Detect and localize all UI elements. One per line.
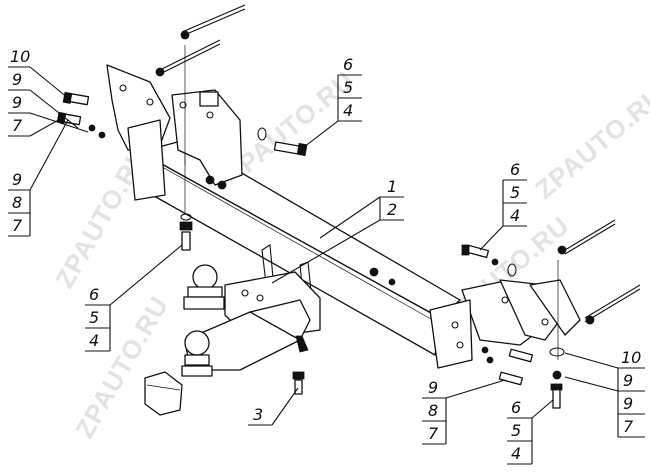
label-7: 7 <box>12 116 23 135</box>
right-bracket <box>429 279 581 369</box>
socket-cover <box>144 371 183 416</box>
label-9: 9 <box>428 378 438 397</box>
label-6: 6 <box>510 160 520 179</box>
label-10: 10 <box>10 47 30 66</box>
label-6: 6 <box>89 285 99 304</box>
callout-top-center: 6 5 4 <box>299 55 362 151</box>
label-9: 9 <box>623 394 633 413</box>
callout-right-low-a: 10 9 9 7 <box>564 348 645 438</box>
label-9: 9 <box>12 93 22 112</box>
label-3: 3 <box>253 405 263 424</box>
label-7: 7 <box>623 417 634 436</box>
callout-right-low-b: 9 8 7 <box>422 378 506 445</box>
label-5: 5 <box>511 421 521 440</box>
callout-ball-mount: 3 <box>248 387 299 426</box>
callout-left-mid: 9 8 7 <box>8 119 69 237</box>
label-9: 9 <box>623 371 633 390</box>
watermark-text-5: ZPAUTO.RU <box>530 80 650 205</box>
label-4: 4 <box>89 331 99 350</box>
callout-left-low: 6 5 4 <box>85 244 183 352</box>
top-rods <box>159 4 641 360</box>
ball-mount <box>181 299 311 377</box>
label-5: 5 <box>343 78 353 97</box>
left-bracket <box>106 64 243 201</box>
label-8: 8 <box>428 401 438 420</box>
label-8: 8 <box>12 193 22 212</box>
label-4: 4 <box>511 444 521 463</box>
callout-beam: 1 2 <box>271 177 404 284</box>
label-9: 9 <box>12 170 22 189</box>
watermark-text-4: ZPAUTO.RU <box>69 291 174 443</box>
callout-bottom-right: 6 5 4 <box>507 398 554 465</box>
label-4: 4 <box>343 101 353 120</box>
spare-ball <box>183 264 225 310</box>
label-10: 10 <box>621 348 641 367</box>
callout-right-mid: 6 5 4 <box>479 160 527 251</box>
label-7: 7 <box>12 216 23 235</box>
callout-top-left: 10 9 9 7 <box>8 47 89 137</box>
label-2: 2 <box>387 200 397 219</box>
label-6: 6 <box>343 55 353 74</box>
label-4: 4 <box>510 206 520 225</box>
label-1: 1 <box>387 177 397 196</box>
label-7: 7 <box>428 424 439 443</box>
label-5: 5 <box>89 308 99 327</box>
label-6: 6 <box>511 398 521 417</box>
label-9: 9 <box>12 70 22 89</box>
label-5: 5 <box>510 183 520 202</box>
